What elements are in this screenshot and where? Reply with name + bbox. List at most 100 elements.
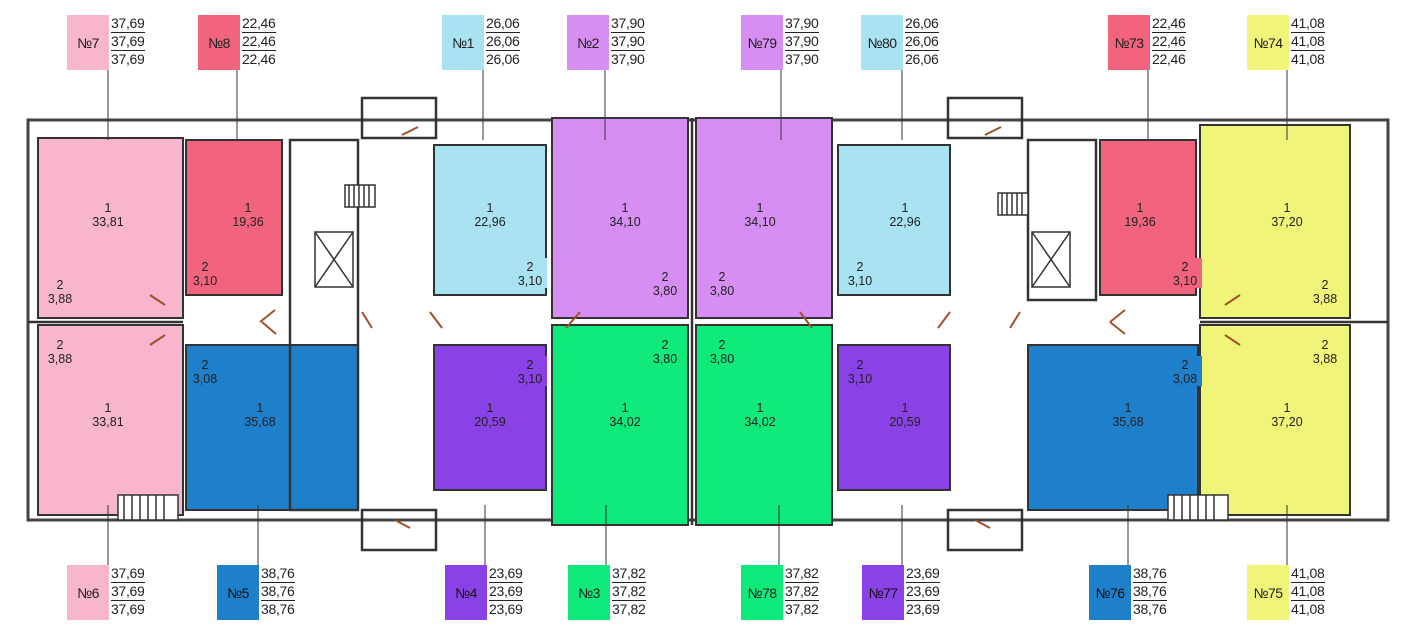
elevator-left xyxy=(314,231,354,288)
apt-6-area-value: 37,69 xyxy=(111,583,145,601)
apt-1-area-value: 26,06 xyxy=(486,33,520,51)
room-labels: 133,8123,88119,3623,10122,9623,10134,102… xyxy=(43,199,1342,429)
apt-6-room-2-bg xyxy=(43,336,77,366)
apt-7-room-1-area: 33,81 xyxy=(92,215,123,229)
apt-74-room-2-area: 3,88 xyxy=(1313,292,1337,306)
apt-3-room-2-area: 3,80 xyxy=(653,352,677,366)
apt-77-room-2-number: 2 xyxy=(857,358,864,372)
apt-79-area-value: 37,90 xyxy=(785,15,819,33)
apt-77-room-1-area: 20,59 xyxy=(889,415,920,429)
apt-73-room-1-bg xyxy=(1123,199,1157,229)
apt-3-room-1-area: 34,02 xyxy=(609,415,640,429)
apt-6-room-2-number: 2 xyxy=(57,338,64,352)
apt-8-room-1-bg xyxy=(231,199,265,229)
apt-2-room-2-number: 2 xyxy=(662,270,669,284)
apt-2-area-value: 37,90 xyxy=(611,33,645,51)
apt-78-room-1-number: 1 xyxy=(757,401,764,415)
apt-4-number: №4 xyxy=(445,565,487,620)
apt-73-number: №73 xyxy=(1108,15,1150,70)
apt-80-room-2-bg xyxy=(843,258,877,288)
apt-2-room-1-number: 1 xyxy=(622,201,629,215)
apt-75-area-value: 41,08 xyxy=(1291,565,1325,583)
apt-75-room-2-bg xyxy=(1308,336,1342,366)
apt-1-room-2-number: 2 xyxy=(527,260,534,274)
apt-6-room-1-bg xyxy=(91,399,125,429)
apt-78-room-1-bg xyxy=(743,399,777,429)
apt-76-room-2-area: 3,08 xyxy=(1173,372,1197,386)
apt-77-area-value: 23,69 xyxy=(906,583,940,601)
apt-7-room-1-number: 1 xyxy=(105,201,112,215)
apt-77-number: №77 xyxy=(862,565,904,620)
apt-79-area-value: 37,90 xyxy=(785,51,819,67)
apt-5-room-1-number: 1 xyxy=(257,401,264,415)
apt-3-room-1-bg xyxy=(608,399,642,429)
apt-8-number: №8 xyxy=(198,15,240,70)
apt-6-room-1-area: 33,81 xyxy=(92,415,123,429)
apt-76-room-2-bg xyxy=(1168,356,1202,386)
apt-6-area-value: 37,69 xyxy=(111,601,145,617)
apt-78-room-2-number: 2 xyxy=(719,338,726,352)
apt-5-room-2-area: 3,08 xyxy=(193,372,217,386)
apt-3-area-value: 37,82 xyxy=(612,583,646,601)
apt-79-room-1-area: 34,10 xyxy=(744,215,775,229)
apt-78-area-value: 37,82 xyxy=(785,565,819,583)
apt-74-number: №74 xyxy=(1247,15,1289,70)
apt-75-room-1-number: 1 xyxy=(1284,401,1291,415)
apt-3-room-2-bg xyxy=(648,336,682,366)
apt-77-area-value: 23,69 xyxy=(906,601,940,617)
stairs-right xyxy=(997,192,1229,521)
apt-78-area-value: 37,82 xyxy=(785,601,819,617)
apt-4-room-1-area: 20,59 xyxy=(474,415,505,429)
apt-74-area-value: 41,08 xyxy=(1291,15,1325,33)
apt-5-room-1-area: 35,68 xyxy=(244,415,275,429)
apt-79-room-2-bg xyxy=(705,268,739,298)
apt-73-room-1-area: 19,36 xyxy=(1124,215,1155,229)
apt-1-area-value: 26,06 xyxy=(486,51,520,67)
apt-4-room-2-number: 2 xyxy=(527,358,534,372)
doors xyxy=(149,126,1241,529)
apt-80-area-value: 26,06 xyxy=(905,33,939,51)
apt-8-room-1-number: 1 xyxy=(245,201,252,215)
apt-8-area-value: 22,46 xyxy=(242,15,276,33)
apt-4-room-2-bg xyxy=(513,356,547,386)
apt-73-room-2-area: 3,10 xyxy=(1173,274,1197,288)
apt-2-room-2-bg xyxy=(648,268,682,298)
apt-79-area-value: 37,90 xyxy=(785,33,819,51)
apt-77-room-1-number: 1 xyxy=(902,401,909,415)
apt-7-area-value: 37,69 xyxy=(111,15,145,33)
apt-5-room-1-bg xyxy=(243,399,277,429)
apt-80-room-1-bg xyxy=(888,199,922,229)
apt-74-room-1-bg xyxy=(1270,199,1304,229)
apt-79-number: №79 xyxy=(741,15,783,70)
apt-7-room-2-bg xyxy=(43,276,77,306)
apt-5-area-value: 38,76 xyxy=(261,583,295,601)
stairs-left xyxy=(117,184,376,521)
apt-4-room-1-bg xyxy=(473,399,507,429)
apt-76-room-1-bg xyxy=(1111,399,1145,429)
